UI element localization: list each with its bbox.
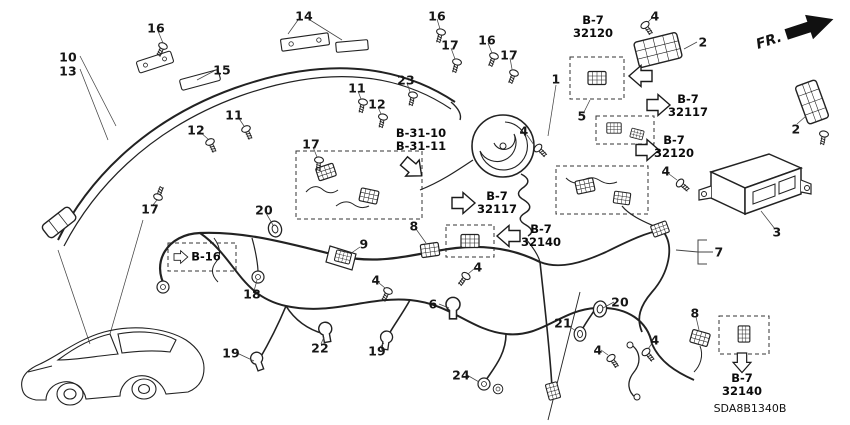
reel-wire bbox=[419, 159, 541, 263]
diagram-code: SDA8B1340B bbox=[713, 402, 787, 415]
connector-2-right bbox=[794, 79, 830, 125]
fr-arrow-icon bbox=[784, 14, 834, 40]
leader-lines bbox=[57, 16, 807, 383]
connector-2-top bbox=[633, 32, 683, 68]
fr-label: FR. bbox=[754, 30, 784, 53]
item7-bracket bbox=[675, 239, 713, 265]
clock-spring bbox=[471, 114, 535, 237]
srs-unit bbox=[698, 153, 812, 216]
floor-harness bbox=[159, 177, 703, 421]
front-direction-indicator: FR. bbox=[754, 14, 834, 53]
curtain-airbag-rail bbox=[41, 32, 462, 247]
reference-arrows bbox=[173, 64, 752, 374]
car-sketch bbox=[21, 327, 205, 406]
